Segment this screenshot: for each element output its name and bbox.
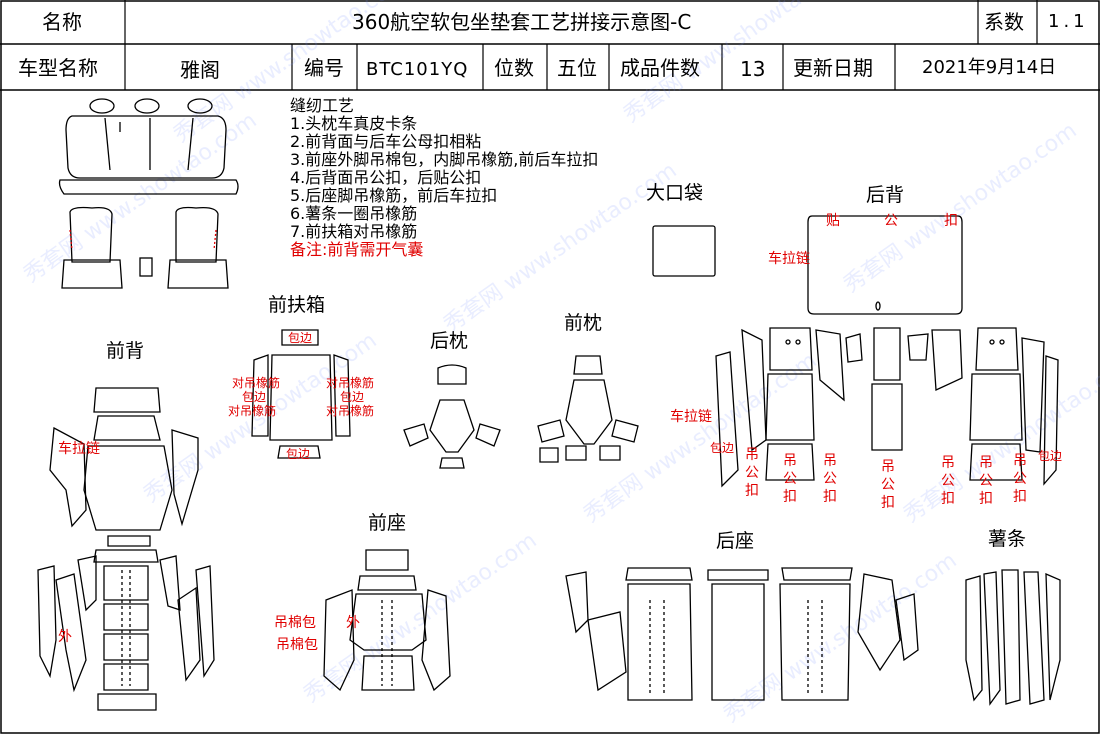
annot-zipper-front-back: 车拉链 bbox=[58, 441, 100, 457]
annot-pair-elastic: 对吊橡筋 bbox=[326, 404, 375, 418]
note-item: 2.前背面与后车公母扣相粘 bbox=[290, 132, 482, 151]
annot-hang-male-buckle: 吊公扣 bbox=[881, 459, 895, 511]
annot-tie: 贴 bbox=[826, 213, 840, 229]
annot-zipper-rear-detail: 车拉链 bbox=[670, 409, 712, 425]
section-big-pocket: 大口袋 bbox=[646, 182, 704, 204]
note-item: 5.后座脚吊橡筋，前后车拉扣 bbox=[290, 186, 498, 205]
note-item: 7.前扶箱对吊橡筋 bbox=[290, 222, 418, 241]
name-label: 名称 bbox=[42, 10, 82, 34]
count-label: 成品件数 bbox=[620, 56, 700, 80]
front-headrest-pieces bbox=[537, 355, 639, 463]
section-front-headrest: 前枕 bbox=[564, 312, 603, 334]
front-armrest-pieces bbox=[251, 329, 351, 459]
note-item: 1.头枕车真皮卡条 bbox=[290, 114, 418, 133]
sewing-notes: 缝纫工艺 1.头枕车真皮卡条 2.前背面与后车公母扣相粘 3.前座外脚吊棉包，内… bbox=[290, 97, 598, 259]
section-rear-seat: 后座 bbox=[716, 530, 755, 552]
annot-hang-male-buckle: 吊公扣 bbox=[979, 455, 993, 507]
annot-cotton-bag: 吊棉包 bbox=[274, 615, 316, 631]
notes-title: 缝纫工艺 bbox=[290, 96, 355, 115]
annot-hang-male-buckle: 吊公扣 bbox=[823, 453, 837, 505]
seat-overview-illustration bbox=[58, 98, 239, 289]
rear-seat-pieces bbox=[565, 567, 919, 701]
position-label: 位数 bbox=[494, 56, 534, 80]
page-title: 360航空软包坐垫套工艺拼接示意图-C bbox=[352, 10, 692, 34]
annot-hang-male-buckle: 吊公扣 bbox=[1013, 453, 1027, 505]
section-fries: 薯条 bbox=[988, 528, 1027, 550]
section-front-seat: 前座 bbox=[368, 512, 407, 534]
note-item: 6.薯条一圈吊橡筋 bbox=[290, 204, 418, 223]
series-value: 1.1 bbox=[1048, 11, 1089, 32]
annot-hang-male-buckle: 吊公扣 bbox=[783, 453, 797, 505]
count-value: 13 bbox=[740, 57, 766, 81]
model-value: 雅阁 bbox=[180, 58, 220, 82]
annot-binding-armrest-left: 包边 bbox=[242, 390, 267, 404]
section-rear-back: 后背 bbox=[866, 184, 905, 206]
series-label: 系数 bbox=[984, 10, 1024, 34]
model-label: 车型名称 bbox=[18, 56, 98, 80]
annot-male: 公 bbox=[884, 213, 898, 229]
annot-binding-armrest-bottom: 包边 bbox=[286, 447, 311, 461]
rear-back-piece bbox=[807, 215, 963, 315]
annot-hang-male-buckle: 吊公扣 bbox=[941, 455, 955, 507]
annot-outer-seat: 外 bbox=[346, 615, 360, 631]
annot-zipper-rear-back: 车拉链 bbox=[768, 251, 810, 267]
date-value: 2021年9月14日 bbox=[922, 57, 1057, 78]
rear-headrest-pieces bbox=[403, 364, 501, 469]
position-value: 五位 bbox=[557, 56, 597, 80]
code-label: 编号 bbox=[304, 56, 344, 80]
front-seat-left-pieces bbox=[37, 549, 215, 711]
front-back-pieces bbox=[49, 387, 199, 547]
front-seat-center-pieces bbox=[323, 549, 451, 692]
note-item: 3.前座外脚吊棉包，内脚吊橡筋,前后车拉扣 bbox=[290, 150, 599, 169]
rear-back-detail-pieces bbox=[715, 327, 1059, 488]
fries-strip-pieces bbox=[965, 569, 1061, 706]
notes-remark: 备注:前背需开气囊 bbox=[290, 240, 424, 259]
note-item: 4.后背面吊公扣，后贴公扣 bbox=[290, 168, 482, 187]
annot-pair-elastic: 对吊橡筋 bbox=[326, 376, 375, 390]
annot-binding-rear-right: 包边 bbox=[1038, 449, 1063, 463]
section-rear-headrest: 后枕 bbox=[430, 330, 469, 352]
annot-outer-left: 外 bbox=[58, 629, 72, 645]
annot-pair-elastic: 对吊橡筋 bbox=[228, 404, 277, 418]
date-label: 更新日期 bbox=[793, 56, 873, 80]
annot-cotton-bag: 吊棉包 bbox=[276, 637, 318, 653]
annot-binding-armrest-right: 包边 bbox=[340, 390, 365, 404]
annot-hang-male-buckle: 吊公扣 bbox=[745, 447, 759, 499]
annot-pair-elastic: 对吊橡筋 bbox=[232, 376, 281, 390]
annot-binding-rear-left: 包边 bbox=[710, 441, 735, 455]
section-front-back: 前背 bbox=[106, 340, 145, 362]
big-pocket-piece bbox=[652, 225, 716, 277]
annot-buckle: 扣 bbox=[944, 213, 958, 229]
code-value: BTC101YQ bbox=[366, 59, 469, 80]
section-front-armrest: 前扶箱 bbox=[268, 294, 326, 316]
annot-binding-armrest-top: 包边 bbox=[288, 331, 313, 345]
